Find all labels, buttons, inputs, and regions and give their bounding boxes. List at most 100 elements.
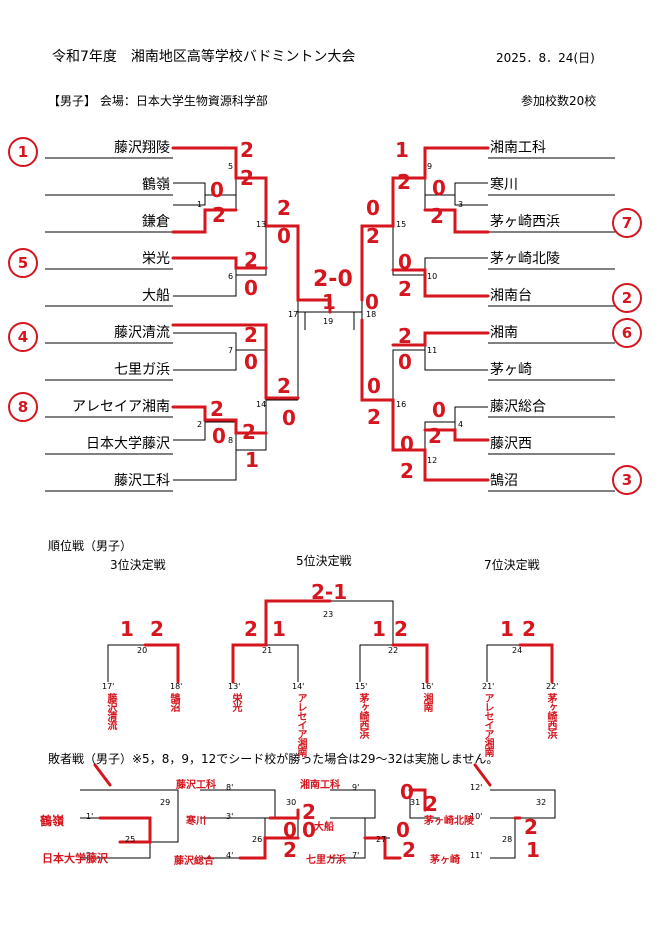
match-number: 4 <box>458 420 464 429</box>
seed-circle: 2 <box>612 283 642 313</box>
score-mark: 2 <box>277 196 291 220</box>
match-number: 14 <box>256 400 267 409</box>
match-number: 19 <box>323 317 334 326</box>
handwritten-team: 茅ヶ崎西浜 <box>357 693 368 738</box>
score-mark: 2 <box>150 617 164 641</box>
team-left-5: 大船 <box>142 288 170 304</box>
team-left-7: 七里ガ浜 <box>114 362 170 378</box>
handwritten-team: 藤沢総合 <box>174 856 214 867</box>
match-number: 13 <box>256 220 267 229</box>
match-number: 25 <box>125 835 136 844</box>
seed-circle: 4 <box>8 322 38 352</box>
slot-label: 4' <box>226 851 234 860</box>
score-mark: 1 <box>395 138 409 162</box>
score-mark: 2 <box>277 374 291 398</box>
slot-label: 13' <box>228 682 241 691</box>
score-mark: 1 <box>322 290 336 314</box>
score-mark: 2 <box>244 617 258 641</box>
seed-circle: 8 <box>8 392 38 422</box>
match-number: 20 <box>137 646 148 655</box>
score-mark: 2 <box>366 224 380 248</box>
team-right-6: 湘南 <box>490 325 518 341</box>
score-mark: 0 <box>212 424 226 448</box>
score-mark: 2 <box>240 138 254 162</box>
handwritten-team: 茅ヶ崎 <box>430 855 460 866</box>
match-number: 22 <box>388 646 399 655</box>
slot-label: 14' <box>292 682 305 691</box>
slot-label: 2' <box>86 851 94 860</box>
score-mark: 2 <box>524 815 538 839</box>
match-number: 28 <box>502 835 513 844</box>
match-number: 18 <box>366 310 377 319</box>
handwritten-team: 寒川 <box>186 816 206 827</box>
handwritten-team: 茅ヶ崎北陵 <box>424 816 474 827</box>
match-number: 23 <box>323 610 334 619</box>
slot-label: 8' <box>226 783 234 792</box>
score-mark: 2 <box>240 166 254 190</box>
slot-label: 22' <box>546 682 559 691</box>
match-number: 30 <box>286 798 297 807</box>
score-mark: 0 <box>398 350 412 374</box>
match-number: 27 <box>376 835 387 844</box>
match-number: 1 <box>197 200 203 209</box>
match-number: 7 <box>228 346 234 355</box>
slot-label: 12' <box>470 783 483 792</box>
handwritten-team: 七里ガ浜 <box>306 855 346 866</box>
slot-label: 11' <box>470 851 483 860</box>
fifth-place-label: 5位決定戦 <box>296 554 352 568</box>
team-left-6: 藤沢清流 <box>114 325 170 341</box>
team-right-4: 茅ヶ崎北陵 <box>490 251 560 267</box>
match-number: 8 <box>228 436 234 445</box>
team-right-2: 寒川 <box>490 177 518 193</box>
seed-circle: 3 <box>612 465 642 495</box>
seed-circle: 7 <box>612 208 642 238</box>
team-left-10: 藤沢工科 <box>114 473 170 489</box>
slot-label: 9' <box>352 783 360 792</box>
score-mark: 0 <box>366 196 380 220</box>
handwritten-team: 栄光 <box>230 693 241 711</box>
team-left-8: アレセイア湘南 <box>72 399 170 415</box>
seventh-place-label: 7位決定戦 <box>484 558 540 572</box>
slot-label: 1' <box>86 812 94 821</box>
score-mark: 2 <box>428 424 442 448</box>
participant-count: 参加校数20校 <box>521 94 597 108</box>
score-mark: 1 <box>245 448 259 472</box>
score-mark: 2 <box>210 397 224 421</box>
match-number: 12 <box>427 456 438 465</box>
slot-label: 10' <box>470 812 483 821</box>
slot-label: 18' <box>170 682 183 691</box>
score-mark: 2 <box>283 838 297 862</box>
handwritten-team: アレセイア湘南 <box>295 693 306 756</box>
match-number: 17 <box>288 310 299 319</box>
team-right-9: 藤沢西 <box>490 436 532 452</box>
slot-label: 21' <box>482 682 495 691</box>
seed-circle: 6 <box>612 318 642 348</box>
consolation-heading: 敗者戦（男子）※5，8，9，12でシード校が勝った場合は29〜32は実施しません… <box>48 752 499 766</box>
score-mark: 0 <box>367 374 381 398</box>
match-number: 10 <box>427 272 438 281</box>
score-mark: 2 <box>522 617 536 641</box>
score-mark: 1 <box>500 617 514 641</box>
score-mark: 2 <box>400 459 414 483</box>
score-mark: 1 <box>526 838 540 862</box>
match-number: 9 <box>427 162 433 171</box>
score-mark: 0 <box>400 780 414 804</box>
division-venue: 【男子】 会場：日本大学生物資源科学部 <box>48 94 268 108</box>
match-number: 24 <box>512 646 523 655</box>
score-mark: 0 <box>432 398 446 422</box>
handwritten-team: アレセイア湘南 <box>482 693 493 756</box>
score-mark: 0 <box>244 350 258 374</box>
slot-label: 3' <box>226 812 234 821</box>
handwritten-team: 大船 <box>314 822 334 833</box>
team-right-7: 茅ヶ崎 <box>490 362 532 378</box>
match-number: 16 <box>396 400 407 409</box>
team-right-8: 藤沢総合 <box>490 399 546 415</box>
score-mark: 2 <box>402 838 416 862</box>
handwritten-team: 藤沢清流 <box>105 693 116 729</box>
match-number: 3 <box>458 200 464 209</box>
score-mark: 0 <box>282 406 296 430</box>
slot-label: 17' <box>102 682 115 691</box>
placement-heading: 順位戦（男子） <box>48 539 133 553</box>
match-number: 21 <box>262 646 273 655</box>
score-mark: 2 <box>397 170 411 194</box>
